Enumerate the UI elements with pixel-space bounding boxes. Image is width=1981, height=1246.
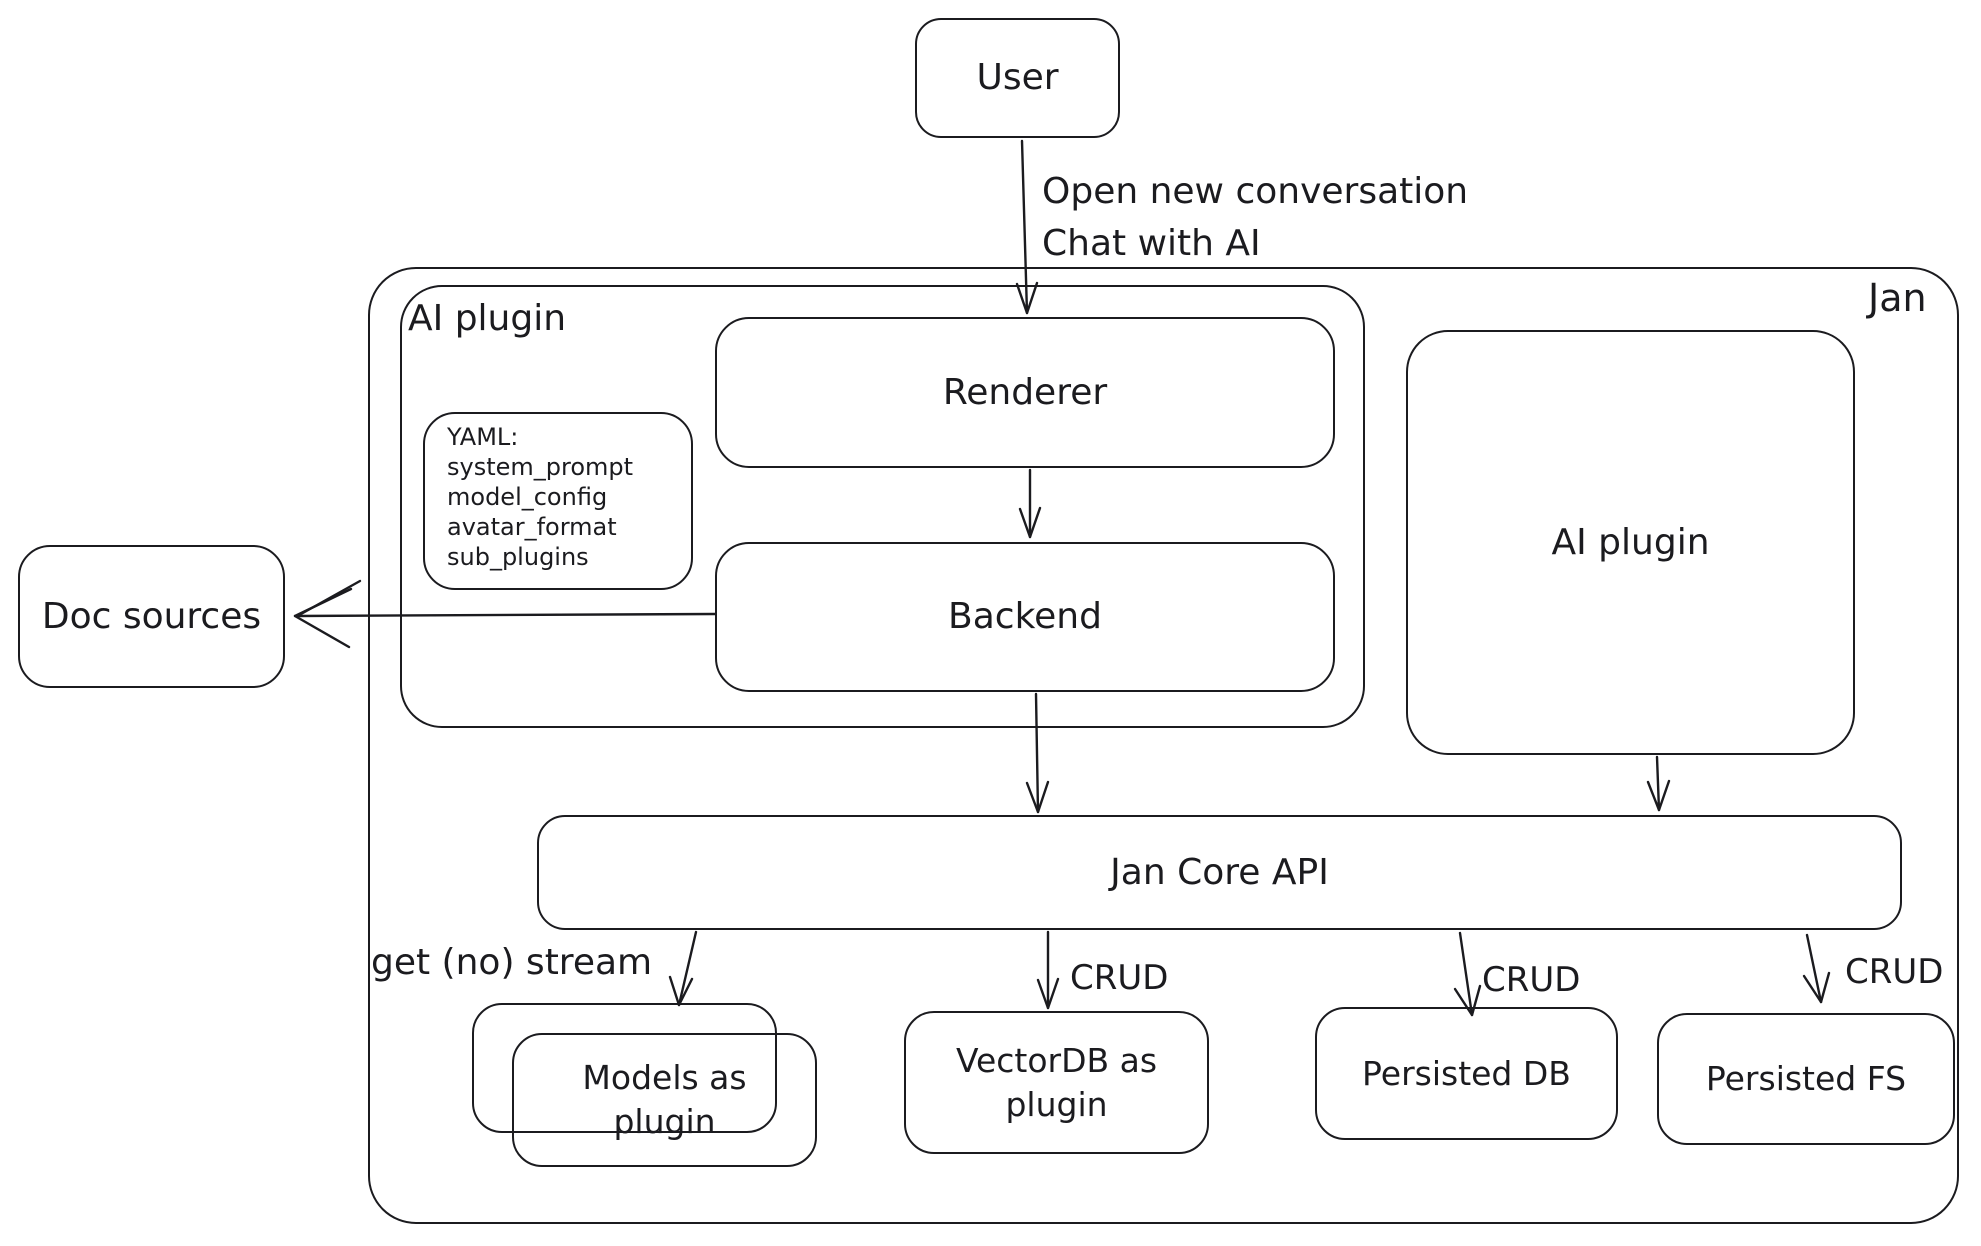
node-user: User — [915, 18, 1120, 138]
node-doc-sources: Doc sources — [18, 545, 285, 688]
yaml-note-line: sub_plugins — [447, 543, 589, 571]
node-backend: Backend — [715, 542, 1335, 692]
node-jan-core-api-label: Jan Core API — [1110, 851, 1329, 893]
node-persisted-fs: Persisted FS — [1657, 1013, 1955, 1145]
node-models-plugin-back — [472, 1003, 777, 1133]
yaml-note-text: YAML: system_prompt model_config avatar_… — [447, 422, 633, 572]
node-vectordb-plugin: VectorDB as plugin — [904, 1011, 1209, 1154]
node-backend-label: Backend — [948, 596, 1102, 638]
edge-label-chat-with-ai: Chat with AI — [1042, 223, 1261, 264]
edge-label-user-to-renderer: Open new conversation Chat with AI — [1042, 166, 1468, 270]
node-models-plugin-label-line1: Models as — [582, 1058, 747, 1097]
node-persisted-db: Persisted DB — [1315, 1007, 1618, 1140]
node-doc-sources-label: Doc sources — [41, 595, 262, 637]
container-ai-plugin — [400, 285, 1365, 728]
node-user-label: User — [976, 57, 1059, 99]
node-persisted-db-label: Persisted DB — [1362, 1053, 1571, 1093]
container-jan-label: Jan — [1868, 276, 1927, 320]
container-ai-plugin-label: AI plugin — [408, 298, 567, 339]
node-vectordb-plugin-label-line2: plugin — [1005, 1084, 1108, 1124]
yaml-note-line: avatar_format — [447, 513, 617, 541]
edge-label-crud-vectordb: CRUD — [1070, 958, 1169, 998]
node-ai-plugin-right: AI plugin — [1406, 330, 1855, 755]
yaml-note-title: YAML: — [447, 423, 519, 451]
container-jan — [368, 267, 1959, 1224]
node-models-plugin: Models as plugin — [512, 1033, 817, 1167]
node-yaml-note — [423, 412, 693, 590]
node-ai-plugin-right-label: AI plugin — [1551, 521, 1710, 563]
edge-label-open-conversation: Open new conversation — [1042, 171, 1469, 212]
edge-label-get-no-stream: get (no) stream — [371, 942, 653, 983]
node-renderer: Renderer — [715, 317, 1335, 468]
edge-label-crud-persisted-fs: CRUD — [1845, 952, 1944, 992]
node-renderer-label: Renderer — [942, 371, 1108, 413]
node-persisted-fs-label: Persisted FS — [1705, 1059, 1907, 1098]
node-vectordb-plugin-label-line1: VectorDB as — [955, 1040, 1158, 1080]
yaml-note-line: model_config — [447, 483, 608, 511]
node-models-plugin-label-line2: plugin — [613, 1102, 716, 1141]
edge-label-crud-persisted-db: CRUD — [1482, 960, 1581, 1000]
yaml-note-line: system_prompt — [447, 453, 634, 481]
node-jan-core-api: Jan Core API — [537, 815, 1902, 930]
